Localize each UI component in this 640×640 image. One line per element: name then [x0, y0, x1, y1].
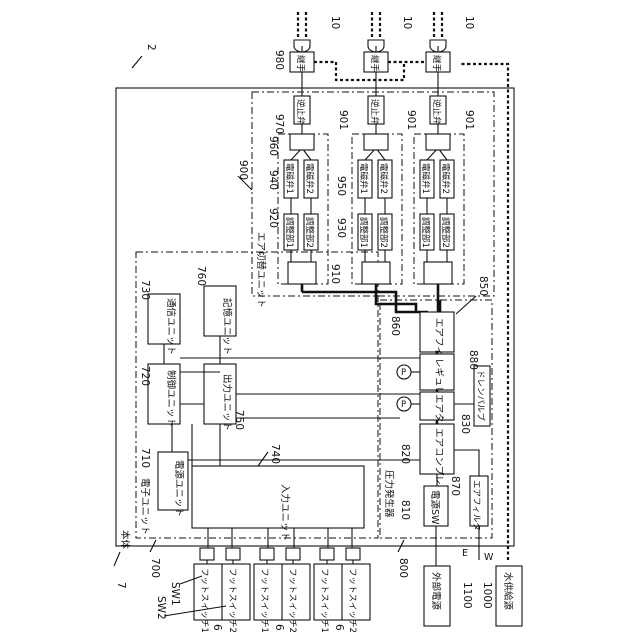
n6-c: 6: [333, 624, 345, 631]
junction-1: [290, 134, 314, 150]
n901-a: 901: [337, 110, 349, 130]
adjust-2-c: 調整部2: [440, 217, 451, 248]
manifold-3: [424, 262, 452, 284]
n960: 960: [267, 136, 279, 156]
junction-3: [426, 134, 450, 150]
adjust-2-b: 調整部2: [378, 217, 389, 248]
n930: 930: [335, 218, 347, 238]
manifold-1: [288, 262, 316, 284]
line-w-label: W: [484, 552, 494, 563]
air-filter-intake-number: 870: [449, 476, 461, 496]
gauge-label-2: P: [401, 400, 406, 410]
n6-b: 6: [273, 624, 285, 631]
fitting-label-3: 継手: [431, 55, 442, 73]
n901-c: 901: [463, 110, 475, 130]
n940: 940: [267, 170, 279, 190]
output-unit-label: 出力ユニット: [221, 374, 233, 431]
power-unit-label: 電源ユニット: [173, 460, 184, 517]
n970: 970: [273, 114, 285, 134]
pressure-generator-number: 800: [397, 558, 409, 578]
communication-unit-label: 通信ユニット: [165, 298, 177, 355]
electronic-unit-label: 電子ユニット: [139, 478, 150, 535]
solenoid-1-c: 電磁弁1: [420, 163, 431, 194]
control-unit-number: 720: [139, 366, 151, 386]
communication-unit-number: 730: [139, 280, 151, 300]
input-unit-leader: [258, 452, 268, 466]
fitting-label-1: 継手: [295, 55, 306, 73]
drain-valve-label: ドレンバルブ: [475, 370, 486, 422]
main-body-label: 本体: [119, 530, 131, 550]
check-valve-label-2: 逆止弁: [369, 99, 380, 125]
adjust-2-a: 調整部2: [304, 217, 315, 248]
air-switching-unit-label: エア切替ユニット: [255, 232, 267, 308]
figure-number: 2: [145, 44, 157, 51]
output-unit-number: 750: [233, 410, 245, 430]
water-supply-number: 1000: [481, 582, 493, 609]
solenoid-2-c: 電磁弁2: [440, 163, 451, 194]
input-unit-box: [192, 466, 364, 528]
adjust-1-c: 調整部1: [420, 217, 431, 248]
handpiece-icons: [294, 12, 446, 52]
foot-switch-2-c: フットスイッチ2: [347, 568, 357, 633]
solenoid-1-b: 電磁弁1: [358, 163, 369, 194]
n910: 910: [329, 264, 341, 284]
foot-switch-connectors: [200, 548, 360, 560]
input-unit-number: 740: [269, 444, 281, 464]
solenoid-1-a: 電磁弁1: [284, 163, 295, 194]
input-unit-label: 入力ユニット: [279, 484, 291, 541]
n10-a: 10: [329, 16, 341, 29]
power-unit-number: 710: [139, 448, 151, 468]
pressure-generator-label: 圧力発生器: [383, 470, 395, 518]
system-leader: [114, 552, 120, 566]
power-switch-number: 810: [399, 500, 411, 520]
power-switch-label: 電源SW: [429, 490, 440, 525]
n950: 950: [335, 176, 347, 196]
solenoid-2-b: 電磁弁2: [378, 163, 389, 194]
line-e-label: E: [462, 548, 468, 559]
foot-switch-1-c: フットスイッチ1: [319, 568, 329, 633]
n980: 980: [273, 50, 285, 70]
foot-switch-1-a: フットスイッチ1: [199, 568, 209, 633]
storage-unit-number: 760: [195, 266, 207, 286]
fitting-label-2: 継手: [369, 55, 380, 73]
drain-valve-number: 880: [467, 350, 479, 370]
control-unit-label: 制御ユニット: [165, 370, 177, 427]
gauge-label-1: P: [401, 368, 406, 378]
n920: 920: [267, 208, 279, 228]
check-valve-label-3: 逆止弁: [431, 99, 442, 125]
adjust-1-a: 調整部1: [284, 217, 295, 248]
adjust-1-b: 調整部1: [358, 217, 369, 248]
air-tank-number: 830: [459, 414, 471, 434]
n860: 860: [389, 316, 401, 336]
compressor-number: 820: [399, 444, 411, 464]
air-filter-main-number: 850: [477, 276, 489, 296]
n901-b: 901: [405, 110, 417, 130]
air-filter-intake-label: エアフィルタ: [471, 480, 481, 531]
storage-unit-label: 記憶ユニット: [221, 298, 233, 355]
system-number: 7: [115, 582, 127, 589]
external-power-label: 外部電源: [430, 572, 442, 611]
external-power-number: 1100: [461, 582, 473, 609]
foot-switch-2-a: フットスイッチ2: [227, 568, 237, 633]
foot-switch-1-b: フットスイッチ1: [259, 568, 269, 633]
air-feed-lines: [302, 284, 438, 312]
n6-a: 6: [211, 624, 223, 631]
air-filter-main-leader: [456, 296, 476, 314]
n10-c: 10: [463, 16, 475, 29]
water-supply-label: 水供給源: [502, 572, 514, 611]
n10-b: 10: [401, 16, 413, 29]
figure-number-leader: [132, 56, 142, 68]
check-valve-label-1: 逆止弁: [295, 99, 306, 125]
electronic-unit-number: 700: [149, 558, 161, 578]
foot-switch-2-b: フットスイッチ2: [287, 568, 297, 633]
manifold-2: [362, 262, 390, 284]
solenoid-2-a: 電磁弁2: [304, 163, 315, 194]
junction-2: [364, 134, 388, 150]
sw1-label: SW1: [169, 582, 181, 606]
